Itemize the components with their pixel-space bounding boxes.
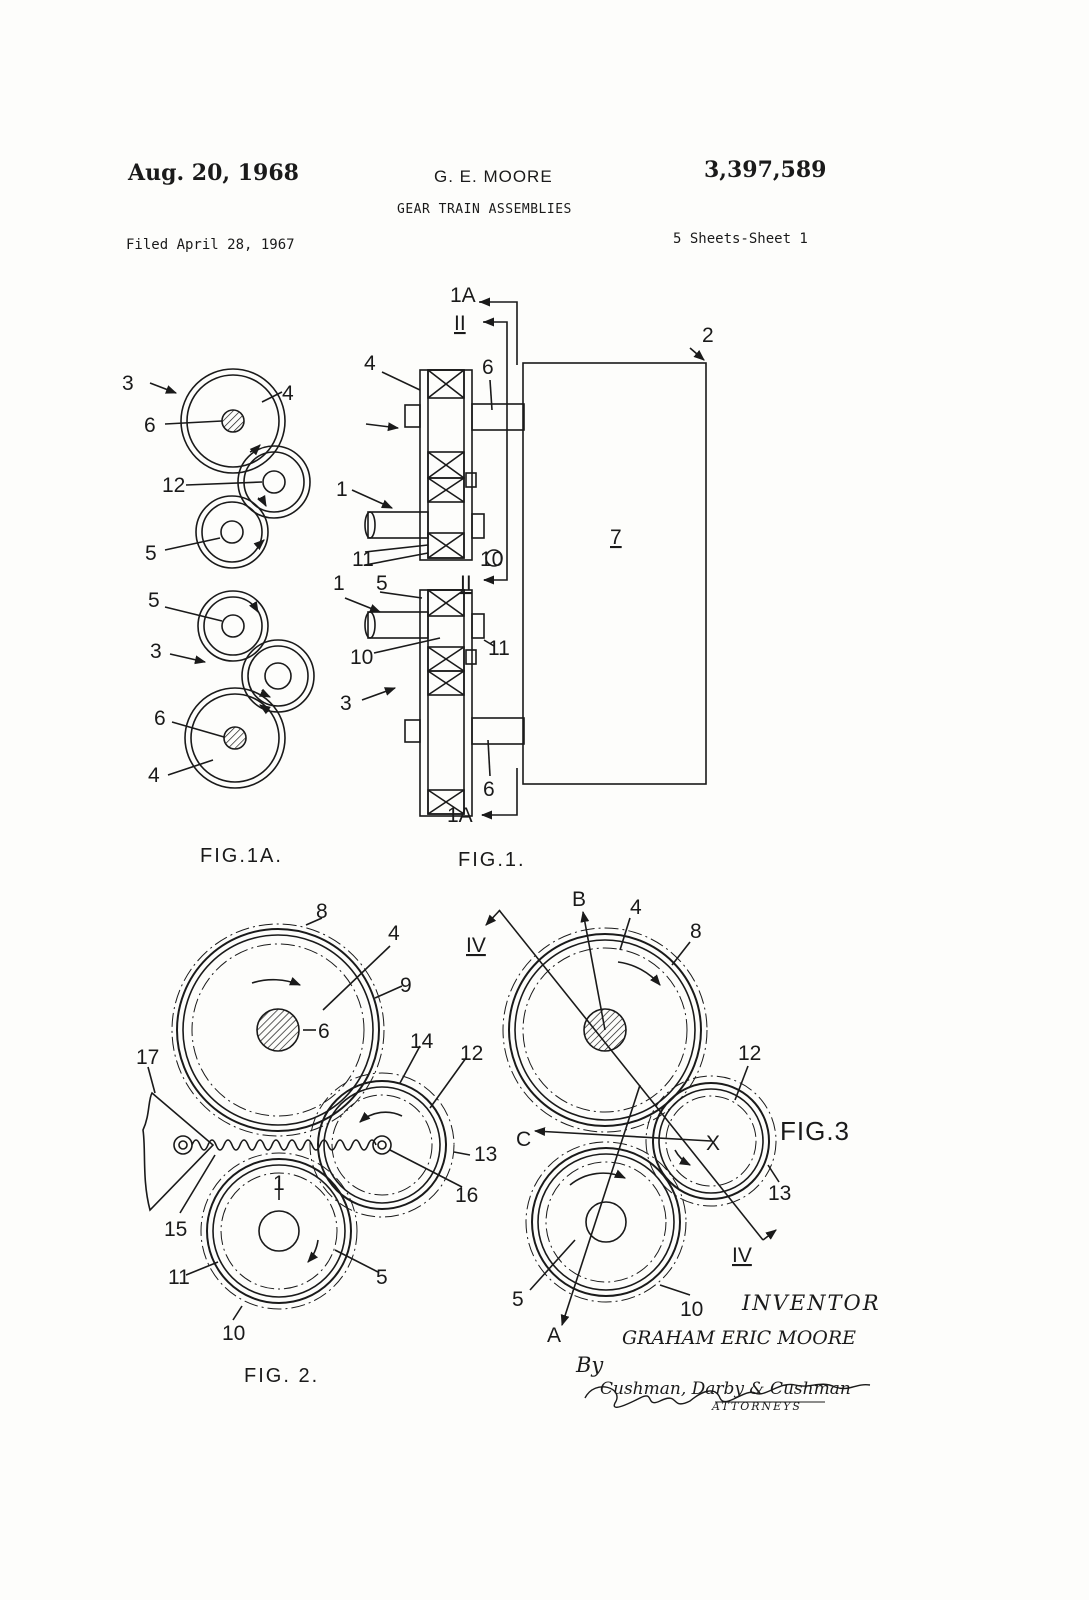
- fig1-section-1a-bottom: 1A: [447, 804, 473, 827]
- fig1a-label-4-top: 4: [282, 382, 294, 405]
- fig2-label-12: 12: [460, 1042, 483, 1065]
- fig2-label-1: 1: [273, 1172, 285, 1195]
- fig1a-label-3-top: 3: [122, 372, 134, 395]
- fig1-label-11-top: 11: [352, 548, 374, 571]
- fig3-label-12: 12: [738, 1042, 761, 1065]
- fig1a-gear-4-top: [180, 368, 286, 474]
- inventor-signature: GRAHAM ERIC MOORE: [622, 1327, 856, 1349]
- fig2-spring-15: [191, 1139, 377, 1151]
- fig2-label-16: 16: [455, 1184, 478, 1207]
- fig1-label-1-bottom: 1: [333, 572, 345, 595]
- fig1-caption: FIG.1.: [458, 849, 526, 871]
- fig3-point-b: B: [572, 888, 586, 911]
- fig1-label-1-top: 1: [336, 478, 348, 501]
- fig1-label-7: 7: [610, 526, 622, 549]
- fig1a-label-5-top: 5: [145, 542, 157, 565]
- fig3-label-4: 4: [630, 896, 642, 919]
- fig1-label-6-top: 6: [482, 356, 494, 379]
- fig1-label-4: 4: [364, 352, 376, 375]
- fig1-label-10-top: 10: [480, 548, 503, 571]
- fig3-point-x: X: [706, 1132, 720, 1155]
- sheet-count: 5 Sheets-Sheet 1: [673, 231, 808, 247]
- fig1a-gear-12-bottom: [241, 639, 315, 713]
- fig1a-gear-5-bottom: [197, 590, 269, 662]
- by-label: By: [575, 1353, 604, 1377]
- patent-number: 3,397,589: [704, 157, 827, 183]
- fig3-point-a: A: [547, 1324, 561, 1347]
- fig1a-drawing: [149, 368, 315, 789]
- fig1-section-ii-top: II: [454, 312, 466, 335]
- fig3-section-iv-top: IV: [466, 934, 486, 957]
- fig1-drawing: [344, 297, 707, 820]
- fig2-label-8: 8: [316, 900, 328, 923]
- fig2-label-13: 13: [474, 1143, 497, 1166]
- fig2-label-11: 11: [168, 1266, 190, 1289]
- fig1-section-ii-bottom: II: [460, 572, 472, 595]
- patent-date: Aug. 20, 1968: [128, 160, 299, 186]
- fig2-label-14: 14: [410, 1030, 434, 1053]
- attorneys-label: ATTORNEYS: [711, 1400, 802, 1413]
- fig2-caption: FIG. 2.: [244, 1365, 319, 1387]
- inventor-heading: INVENTOR: [741, 1291, 881, 1315]
- fig1a-label-6-bottom: 6: [154, 707, 166, 730]
- inventor-name-header: G. E. MOORE: [434, 167, 553, 186]
- fig1-label-10-bottom: 10: [350, 646, 373, 669]
- fig1a-gear-5-top: [195, 495, 269, 569]
- fig3-point-c: C: [516, 1128, 531, 1151]
- fig3-gear-12: [645, 1075, 777, 1207]
- fig3-label-13: 13: [768, 1182, 791, 1205]
- fig1-label-11-bottom: 11: [488, 637, 510, 660]
- fig2-gear-5: [200, 1152, 358, 1310]
- fig2-label-9: 9: [400, 974, 412, 997]
- fig3-label-10: 10: [680, 1298, 703, 1321]
- patent-title: GEAR TRAIN ASSEMBLIES: [397, 202, 572, 217]
- fig1-label-3: 3: [340, 692, 352, 715]
- fig1a-gear-4-bottom: [184, 687, 286, 789]
- fig1-label-2: 2: [702, 324, 714, 347]
- attorney-signature-scribble: [584, 1383, 871, 1408]
- fig2-bracket-17: [142, 1091, 215, 1212]
- filed-date: Filed April 28, 1967: [126, 237, 295, 253]
- fig2-label-6: 6: [318, 1020, 330, 1043]
- attorneys-firm: Cushman, Darby & Cushman: [600, 1379, 851, 1399]
- fig3-drawing: [485, 909, 780, 1327]
- fig1a-label-5-bottom: 5: [148, 589, 160, 612]
- fig3-label-8: 8: [690, 920, 702, 943]
- fig1-label-5: 5: [376, 572, 388, 595]
- fig3-caption: FIG.3: [780, 1116, 850, 1146]
- fig1-housing-7: [522, 362, 707, 785]
- fig2-label-4: 4: [388, 922, 400, 945]
- fig1-section-1a-top: 1A: [450, 284, 476, 307]
- fig2-label-5: 5: [376, 1266, 388, 1289]
- fig3-gear-5: [525, 1141, 687, 1303]
- fig2-label-17: 17: [136, 1046, 159, 1069]
- fig1a-label-3-bottom: 3: [150, 640, 162, 663]
- fig1a-label-6-top: 6: [144, 414, 156, 437]
- fig2-label-15: 15: [164, 1218, 187, 1241]
- fig1a-label-12: 12: [162, 474, 185, 497]
- fig1-label-6-bottom: 6: [483, 778, 495, 801]
- fig1a-caption: FIG.1A.: [200, 845, 283, 867]
- fig1a-label-4-bottom: 4: [148, 764, 160, 787]
- fig3-label-5: 5: [512, 1288, 524, 1311]
- fig2-drawing: [142, 917, 471, 1321]
- fig2-gear-4: [171, 923, 385, 1137]
- fig2-label-10: 10: [222, 1322, 245, 1345]
- fig3-section-iv-bottom: IV: [732, 1244, 752, 1267]
- fig2-gear-12: [309, 1072, 455, 1218]
